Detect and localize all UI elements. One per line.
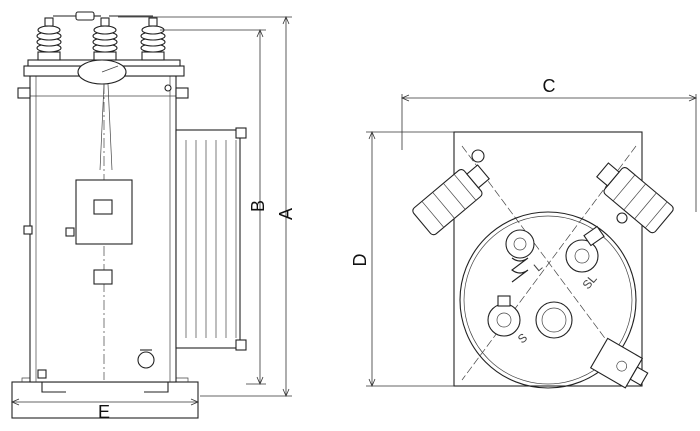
- hv-bushing-left: [412, 164, 490, 236]
- cover-gauge: [77, 59, 127, 85]
- hv-lug-right: [616, 212, 628, 224]
- dimension-label-a: A: [276, 208, 296, 220]
- bushing-right: [140, 17, 166, 61]
- bushing-center: [92, 17, 118, 61]
- dimension-label-d: D: [350, 254, 370, 267]
- side-view: A B E: [10, 11, 296, 422]
- bushing-left: [36, 17, 62, 61]
- terminal-l: [505, 229, 535, 283]
- base: [11, 377, 199, 419]
- tap-changer: [589, 337, 649, 389]
- dimension-label-b: B: [248, 200, 268, 212]
- fitting-left: [23, 225, 33, 235]
- terminal-sl: [565, 225, 605, 273]
- radiator: [175, 127, 247, 351]
- dimension-d: [366, 130, 454, 388]
- fuse-link: [53, 11, 153, 21]
- hv-lug-left: [471, 149, 485, 163]
- top-view: L SL S: [350, 76, 698, 389]
- cover-center-plate: [535, 301, 573, 339]
- dimension-b: [160, 28, 266, 386]
- dimension-e: [10, 398, 200, 406]
- lead-wire: [99, 83, 113, 171]
- drain-valve: [137, 351, 155, 369]
- tank-outline: [459, 211, 637, 389]
- terminal-s: [487, 295, 521, 337]
- dimension-label-c: C: [543, 76, 556, 96]
- fitting-bottom-left: [37, 369, 47, 379]
- dimension-c: [400, 94, 698, 212]
- ground-lug: [164, 84, 172, 92]
- fitting-right: [65, 227, 75, 237]
- dimension-a: [118, 15, 292, 398]
- dimension-label-e: E: [98, 402, 110, 422]
- nameplate: [75, 179, 133, 285]
- hv-bushing-right: [596, 162, 674, 234]
